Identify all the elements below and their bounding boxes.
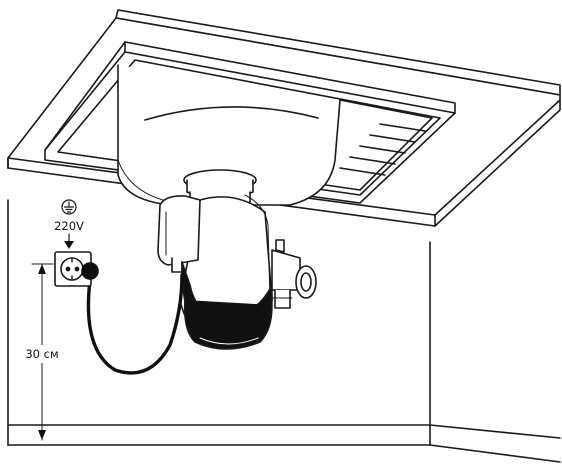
garbage-disposer: [157, 169, 273, 350]
height-dimension: [18, 263, 68, 441]
power-cord: [86, 273, 184, 375]
outlet-pipe: [271, 239, 317, 309]
ground-symbol-icon: [61, 199, 77, 215]
power-socket-icon: [54, 251, 92, 287]
power-plug-icon: [81, 262, 99, 280]
voltage-label: 220V: [54, 219, 84, 233]
room-walls: [7, 199, 561, 463]
arrow-down-icon: [64, 233, 74, 249]
height-label: 30 см: [25, 347, 58, 361]
